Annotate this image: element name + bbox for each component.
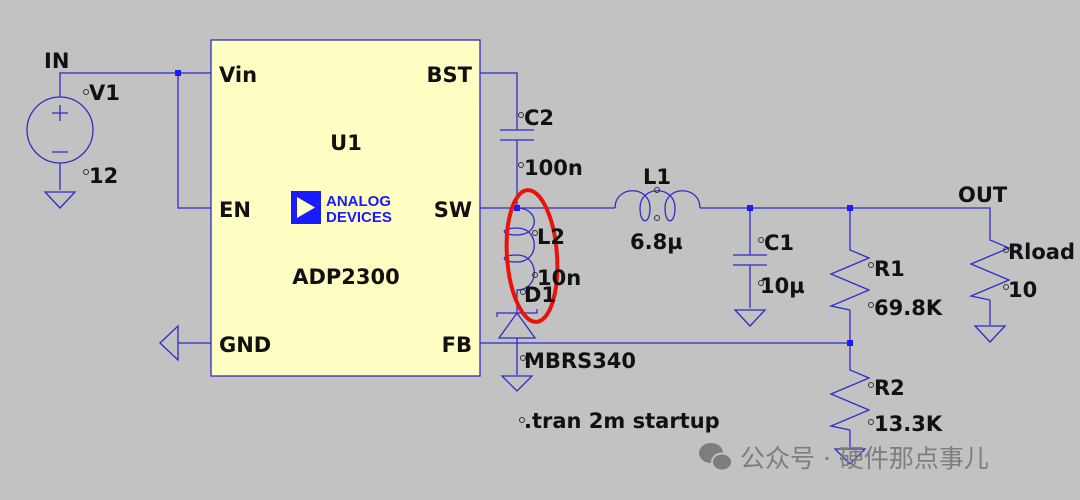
inductor-l2[interactable] xyxy=(503,207,535,300)
ground-icon xyxy=(500,375,534,392)
r1-ref: R1 xyxy=(874,257,905,281)
junction xyxy=(847,340,853,346)
resistor-rload[interactable] xyxy=(968,232,1011,301)
spice-directive[interactable]: .tran 2m startup xyxy=(524,409,720,433)
highlight-circle xyxy=(504,188,560,324)
rload-value: 10 xyxy=(1008,278,1037,302)
r2-ref: R2 xyxy=(874,376,905,400)
capacitor-c2[interactable] xyxy=(500,129,534,141)
junction xyxy=(747,205,753,211)
resistor-r2[interactable] xyxy=(828,362,871,431)
c2-value: 100n xyxy=(524,156,583,180)
wechat-icon xyxy=(699,443,733,472)
c1-value: 10µ xyxy=(760,274,805,298)
v1-ref: V1 xyxy=(89,81,120,105)
junction xyxy=(175,70,181,76)
l1-ref: L1 xyxy=(643,165,671,189)
watermark-text: 公众号 · 硬件那点事儿 xyxy=(740,444,989,473)
r1-value: 69.8K xyxy=(874,296,943,320)
c2-ref: C2 xyxy=(524,106,554,130)
c1-ref: C1 xyxy=(764,231,794,255)
net-in-label: IN xyxy=(44,49,69,73)
pin-sw-label: SW xyxy=(434,198,472,222)
pin-bst-label: BST xyxy=(427,63,473,87)
capacitor-c1[interactable] xyxy=(733,254,767,266)
pin-vin-label: Vin xyxy=(219,63,257,87)
ground-icon xyxy=(973,325,1007,343)
net-out-label: OUT xyxy=(958,183,1008,207)
resistor-r1[interactable] xyxy=(828,242,871,311)
l2-ref: L2 xyxy=(537,225,565,249)
svg-text:ANALOG: ANALOG xyxy=(326,193,391,210)
ic-ref: U1 xyxy=(330,131,362,155)
l2-value: 10n xyxy=(537,266,581,290)
d1-ref: D1 xyxy=(524,283,556,307)
junction xyxy=(847,205,853,211)
ground-icon xyxy=(833,448,867,465)
ic-u1-body[interactable] xyxy=(210,39,481,377)
pin-gnd-label: GND xyxy=(219,333,271,357)
label-anchors xyxy=(83,89,1009,425)
svg-text:DEVICES: DEVICES xyxy=(326,209,392,226)
ic-part: ADP2300 xyxy=(292,265,400,289)
ground-icon xyxy=(43,191,77,209)
v1-value: 12 xyxy=(89,164,118,188)
r2-value: 13.3K xyxy=(874,412,943,436)
d1-value: MBRS340 xyxy=(524,349,636,373)
ground-icon xyxy=(733,309,767,327)
voltage-source-v1[interactable] xyxy=(26,96,94,164)
pin-en-label: EN xyxy=(219,198,251,222)
analog-devices-logo: ANALOG DEVICES xyxy=(291,191,392,226)
rload-ref: Rload xyxy=(1008,240,1075,264)
l1-value: 6.8µ xyxy=(630,230,683,254)
inductor-l1[interactable] xyxy=(614,190,701,222)
ground-icon xyxy=(159,324,179,362)
pin-fb-label: FB xyxy=(442,333,472,357)
